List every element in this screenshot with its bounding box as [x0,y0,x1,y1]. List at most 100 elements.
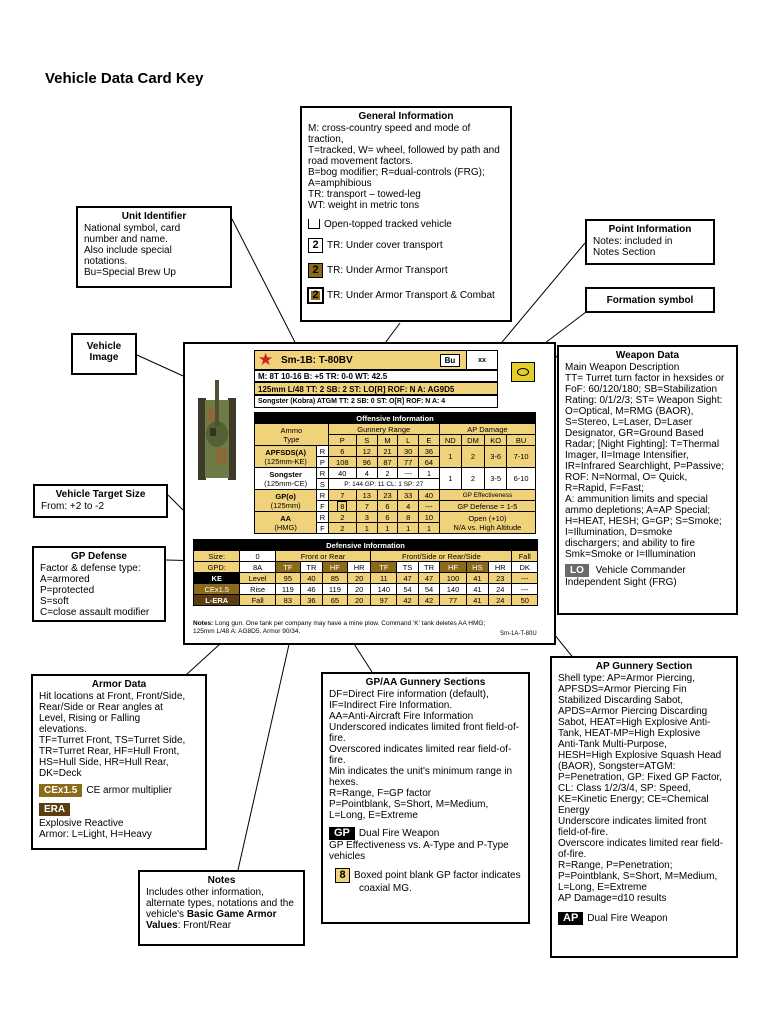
ke-val: 47 [417,572,441,584]
ap-line: P=Pointblank, S=Short, M=Medium, [558,871,718,882]
ap-line: Shell type: AP=Armor Piercing, [558,673,696,684]
armor-line: Level, Rising or Falling [39,713,141,724]
aa-f: 1 [355,522,378,534]
gp-f-boxed: 8 [327,500,357,512]
weapon-line: Designator, GR=Ground Based [565,428,704,439]
ap-line: Overscore indicates limited rear field- [558,838,724,849]
point-box: xx [466,350,498,370]
unit-line: Bu=Special Brew Up [84,267,176,278]
ke-val: 47 [396,572,419,584]
ke-val: 20 [346,572,372,584]
rise-val: 140 [370,583,398,595]
general-line: T=tracked, W= wheel, followed by path an… [308,145,500,156]
apfsds-p: 87 [376,456,399,468]
aa-note-line: Open (+10) [468,513,507,523]
ap-line: Sabot, HEAT=High Explosive Anti- [558,717,711,728]
front-rear-header: Front or Rear [274,550,372,562]
gpaa-box: GP/AA Gunnery Sections DF=Direct Fire in… [321,672,530,924]
apfsds-dmg: 2 [460,445,486,468]
aa-note-line: N/A vs. High Altitude [453,522,522,532]
transport-armor-combat-icon: 2 [307,287,324,304]
weapon-line: ROF: N=Normal, O= Quick, [565,472,688,483]
aa-f: 2 [327,522,357,534]
fall-label: Fall [239,594,276,606]
ap-line: Underscore indicates limited front [558,816,707,827]
ap-line: (BAOR), Songster=ATGM: [558,761,676,772]
row-r: R [316,467,329,479]
ap-line: R=Range, P=Penetration; [558,860,673,871]
gp-effectiveness: GP Defense = 1-5 [438,500,537,512]
fall-val: 97 [370,594,398,606]
general-line: A=amphibious [308,178,372,189]
apfsds-dmg: 3-6 [484,445,508,468]
gp-defense-title: GP Defense [71,551,127,562]
loc-tf: TF [370,561,398,573]
rise-val: 46 [299,583,323,595]
loc-tf: TF [274,561,301,573]
unit-line: National symbol, card [84,223,181,234]
apfsds-r: 36 [418,445,440,457]
card-notes: Notes: Long gun. One tank per company ma… [193,620,548,636]
row-f: F [316,500,329,512]
lo-legend: LO Vehicle Commander Independent Sight (… [565,564,730,588]
apfsds-r: 6 [327,445,357,457]
ap-tag: AP [558,912,584,925]
weapon-line: A: ammunition limits and special [565,494,708,505]
main-weapon-row: 125mm L/48 TT: 2 SB: 2 ST: LO[R] ROF: N … [254,382,498,395]
ap-line: Energy [558,805,590,816]
legend-label: TR: Under cover transport [327,240,443,252]
weapon-line: ammo depletions; A=AP Special; [565,505,711,516]
gpaa-title: GP/AA Gunnery Sections [365,677,486,688]
gpaa-line: P=Pointblank, S=Short, M=Medium, [329,799,489,810]
row-r: R [316,445,329,457]
dmg-col: ND [438,434,462,446]
apfsds-sub: (125mm-KE) [264,456,307,466]
vehicle-image-line: Image [89,352,119,363]
rise-val: --- [511,583,538,595]
gp-r: 33 [397,489,420,501]
weapon-line: O=Optical, M=RMG (BAOR), [565,406,694,417]
dmg-col: BU [506,434,536,446]
gp-f: 7 [355,500,378,512]
weapon-line: R=Rapid, F=Fast; [565,483,644,494]
rise-val: 54 [417,583,441,595]
gp-r: 23 [376,489,399,501]
unit-identifier-box: Unit Identifier National symbol, card nu… [76,206,232,288]
gpaa-line: L=Long, E=Extreme [329,810,418,821]
fall-val: 36 [299,594,323,606]
general-line: WT: weight in metric tons [308,200,420,211]
weapon-line: Rating: 0/1/2/3; ST= Weapon Sight: [565,395,723,406]
loc-hr: HR [488,561,513,573]
apfsds-dmg: 1 [438,445,462,468]
unit-line: number and name. [84,234,168,245]
general-info-title: General Information [358,111,454,122]
target-size-title: Vehicle Target Size [55,489,146,500]
apfsds-label: APFSDS(A)(125mm-KE) [253,445,318,468]
general-line: TR: transport – towed-leg [308,189,421,200]
ap-gunnery-title: AP Gunnery Section [595,661,693,672]
ammo-type-label: Ammo [280,425,303,435]
gp-name: GP(o) [275,491,296,501]
loc-hf: HF [321,561,348,573]
fall-val: 83 [274,594,301,606]
weapon-line: I=Illumination, D=smoke [565,527,673,538]
songster-name: Songster [269,469,302,479]
notes-line: vehicle's [146,909,185,920]
loc-hr: HR [346,561,372,573]
vehicle-image-box: Vehicle Image [71,333,137,375]
apfsds-name: APFSDS(A) [265,447,307,457]
ke-val: 11 [370,572,398,584]
armor-line: DK=Deck [39,768,82,779]
armor-line: Hit locations at Front, Front/Side, [39,691,186,702]
ap-line: APFSDS=Armor Piercing Fin [558,684,687,695]
aa-r: 6 [376,511,399,523]
weapon-line: dischargers; and ability to fire [565,538,696,549]
songster-r: 4 [355,467,378,479]
rise-val: 24 [488,583,513,595]
ce-tag: CEx1.5 [39,784,83,797]
armor-line: elevations. [39,724,87,735]
page-title: Vehicle Data Card Key [45,70,204,87]
loc-tr: TR [299,561,323,573]
gpaa-line: Overscored indicates limited rear field-… [329,744,512,755]
